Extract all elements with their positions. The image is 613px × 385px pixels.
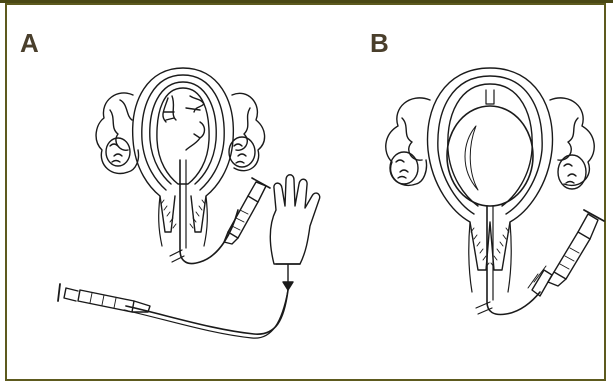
panel-a-right-adnexa <box>229 93 265 170</box>
panel-b-catheter-tube <box>487 206 540 315</box>
panel-a-uterus-with-glove-balloon <box>58 68 320 338</box>
panel-a-uterine-cavity <box>157 88 209 184</box>
panel-b-uterus-with-balloon <box>386 68 604 315</box>
panel-a-connecting-tube <box>126 290 288 334</box>
panel-b-right-adnexa <box>550 98 594 189</box>
panel-b-syringe <box>548 210 604 286</box>
panel-b-left-adnexa <box>386 98 430 186</box>
panel-a-catheter-tube <box>180 160 238 264</box>
panel-a-glove-balloon <box>270 175 319 290</box>
panel-b-intrauterine-balloon <box>447 106 533 206</box>
panel-a-syringe-upper <box>224 178 270 244</box>
panel-a-uterus-outer <box>133 68 234 232</box>
panel-b-uterus-outer <box>428 68 553 270</box>
